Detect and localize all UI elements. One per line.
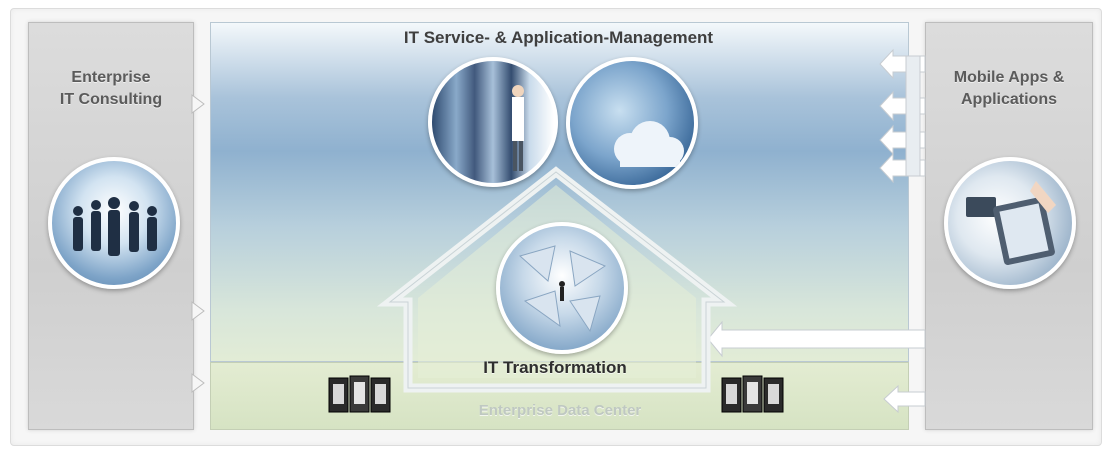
server-rack-icon [328, 375, 391, 413]
server-room-icon [428, 57, 558, 187]
arrows-figure [518, 245, 607, 333]
left-notches [191, 94, 205, 393]
arrow-left-icon [707, 320, 926, 358]
business-people-icon [48, 157, 180, 289]
globe-cloud-icon [566, 57, 698, 189]
puzzle-arrows-icon [496, 222, 628, 354]
server-rack-icon [721, 375, 784, 413]
right-connector-bars [905, 55, 921, 177]
arrow-left-icon [883, 384, 926, 414]
server-room-figure [512, 85, 524, 171]
cloud-shape [614, 121, 684, 167]
people-silhouettes [73, 197, 157, 256]
left-panel-title: Enterprise IT Consulting [59, 69, 163, 108]
right-arrows [707, 48, 926, 414]
tablet-hand-icon [944, 157, 1076, 289]
tablet-figure [966, 181, 1056, 266]
main-area-title: IT Service- & Application-Management [403, 28, 714, 47]
it-transformation-label: IT Transformation [483, 358, 627, 377]
data-center-label: Enterprise Data Center [478, 402, 642, 419]
right-panel-title: Mobile Apps & Applications [953, 69, 1065, 108]
